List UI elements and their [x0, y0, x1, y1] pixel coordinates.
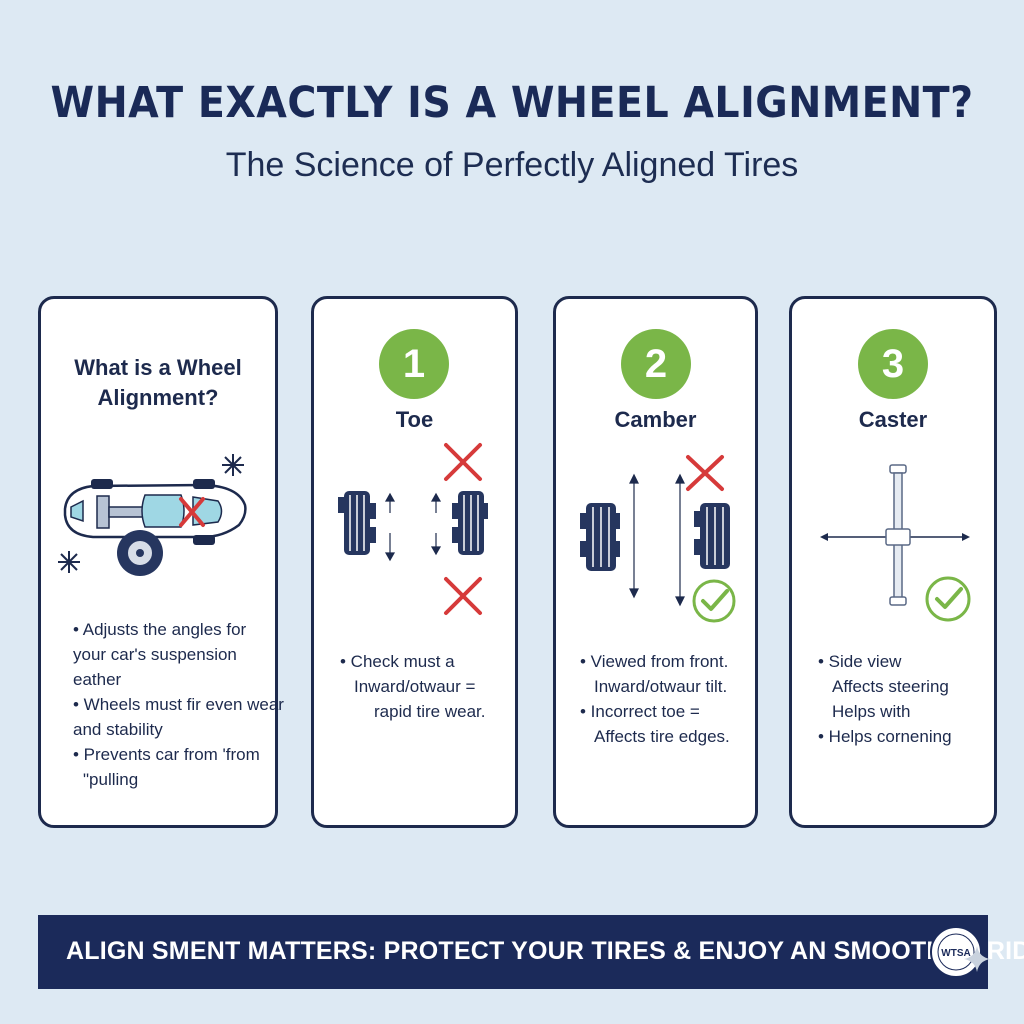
bullet-line: • Side view	[818, 652, 902, 671]
page-subtitle: The Science of Perfectly Aligned Tires	[225, 146, 799, 184]
cross-icon	[444, 577, 482, 615]
card-bullets: • Side view Affects steering Helps with …	[818, 649, 952, 749]
sparkle-icon	[964, 946, 990, 972]
bullet-line: "pulling	[83, 770, 139, 789]
arrow-icon	[629, 473, 685, 607]
bullet-line: Affects tire edges.	[594, 727, 730, 746]
tire-icon	[694, 503, 730, 569]
card-heading: Toe	[395, 407, 434, 432]
cross-icon	[444, 443, 482, 481]
caster-diagram	[820, 464, 971, 622]
card-bullets: • Check must a Inward/otwaur = rapid tir…	[340, 649, 486, 724]
page-title: WHAT EXACTLY IS A WHEEL ALIGNMENT?	[50, 78, 974, 128]
card-camber: 2 Camber	[553, 296, 758, 828]
tire-icon	[580, 503, 620, 571]
arrow-icon	[384, 492, 442, 562]
caster-axis-icon	[820, 464, 970, 606]
bullet-line: • Wheels must fir even wear	[73, 695, 284, 714]
bullet-line: • Viewed from front.	[580, 652, 729, 671]
step-number-badge: 2	[621, 329, 691, 399]
snowflake-icon	[222, 454, 244, 476]
bullet-line: your car's suspension	[73, 645, 237, 664]
bullet-line: and stability	[73, 720, 163, 739]
tire-icon	[117, 530, 163, 576]
tire-icon	[452, 491, 488, 555]
camber-diagram	[580, 455, 736, 623]
card-heading-line1: What is a Wheel	[74, 355, 242, 380]
card-heading-line2: Alignment?	[97, 385, 219, 410]
car-illustration	[58, 454, 247, 576]
step-number-badge: 3	[858, 329, 928, 399]
car-icon	[63, 479, 247, 545]
card-bullets: • Viewed from front. Inward/otwaur tilt.…	[580, 649, 730, 749]
card-toe: 1 Toe	[311, 296, 518, 828]
tire-icon	[338, 491, 376, 555]
cross-icon	[686, 455, 724, 491]
bullet-line: Inward/otwaur =	[354, 677, 476, 696]
toe-diagram	[338, 443, 488, 615]
bullet-line: Inward/otwaur tilt.	[594, 677, 728, 696]
seal-label: WTSA	[941, 948, 970, 959]
card-bullets: • Adjusts the angles for your car's susp…	[61, 617, 284, 792]
card-heading: Caster	[858, 407, 928, 432]
bullet-line: rapid tire wear.	[374, 702, 486, 721]
check-icon	[692, 579, 736, 623]
bullet-line: Affects steering	[832, 677, 949, 696]
banner-text: ALIGN SMENT MATTERS: PROTECT YOUR TIRES …	[66, 937, 1024, 965]
card-what-is-alignment: What is a Wheel Alignment?	[38, 296, 284, 828]
bullet-line: eather	[73, 670, 122, 689]
bullet-line: • Helps cornening	[818, 727, 952, 746]
snowflake-icon	[58, 551, 80, 573]
card-heading: Camber	[614, 407, 697, 432]
card-caster: 3 Caster • Side view Affects steering He…	[789, 296, 997, 828]
seal-icon: WTSA	[930, 926, 982, 978]
bullet-line: • Check must a	[340, 652, 455, 671]
bottom-banner: ALIGN SMENT MATTERS: PROTECT YOUR TIRES …	[38, 915, 1024, 989]
check-icon	[925, 576, 971, 622]
bullet-line: Helps with	[832, 702, 911, 721]
bullet-line: • Prevents car from 'from	[73, 745, 260, 764]
bullet-line: • Adjusts the angles for	[73, 620, 247, 639]
step-number-badge: 1	[379, 329, 449, 399]
bullet-line: • Incorrect toe =	[580, 702, 700, 721]
